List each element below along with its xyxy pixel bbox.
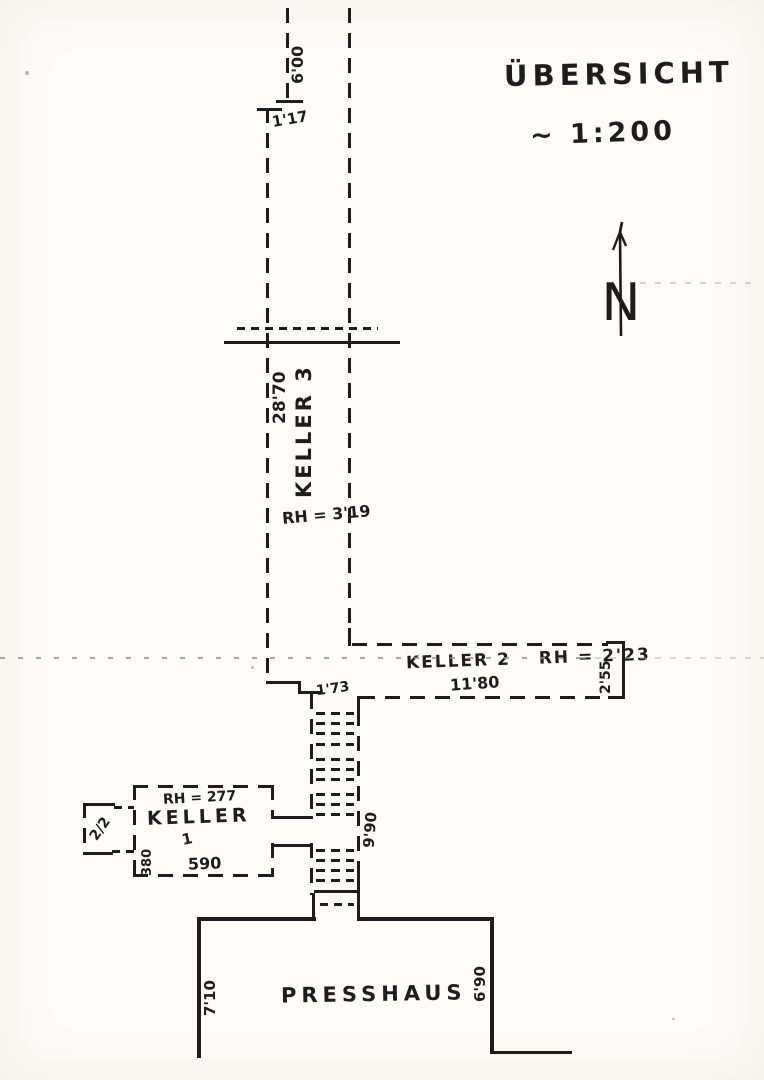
dim-keller1-width: 380 [140, 848, 155, 876]
keller1-east-wall-lower [271, 843, 274, 877]
keller2-nw-corner [348, 628, 351, 646]
passage-west-wall-lower [310, 843, 313, 895]
page-title: ÜBERSICHT [503, 54, 735, 94]
room-number-keller1: 1 [180, 829, 195, 849]
keller3-west-wall-upper [286, 8, 289, 102]
scan-artifact-line [640, 282, 752, 284]
stair-rung [316, 879, 354, 882]
presshaus-north-wall-east [357, 917, 494, 921]
room-label-presshaus: PRESSHAUS [280, 980, 467, 1008]
stair-rung [316, 849, 354, 852]
scan-fold-line-left [0, 657, 580, 659]
north-letter: N [602, 273, 641, 333]
presshaus-west-wall [197, 917, 201, 1058]
dim-keller2-length: 11'80 [449, 672, 501, 695]
break-line-lower [224, 341, 400, 344]
presshaus-south-east-wall [490, 1051, 572, 1054]
passage-east-wall-lower [357, 869, 360, 920]
annex-west-wall [83, 803, 86, 855]
stair-rung [316, 743, 354, 746]
annex-label: 2/2 [86, 814, 114, 844]
junction-step-h2 [298, 691, 321, 694]
keller1-connector-north [271, 816, 313, 819]
dim-passage-width: 1'73 [315, 678, 351, 700]
passage-east-wall [357, 711, 360, 869]
keller1-north-wall [133, 785, 273, 788]
annex-north-link [114, 806, 134, 809]
scan-fold-line-right [580, 657, 764, 659]
dim-keller3-top: 6'00 [288, 45, 307, 84]
keller2-name: KELLER 2 [405, 649, 512, 674]
jog-tick-left [257, 108, 282, 111]
room-label-keller2: KELLER 2 RH = 2'23 [405, 645, 651, 674]
annex-south-wall [83, 852, 113, 855]
keller3-east-wall [348, 8, 351, 630]
keller2-south-wall [360, 696, 610, 699]
room-label-keller1: KELLER [146, 804, 251, 830]
dim-presshaus-right: 6'90 [471, 966, 489, 1002]
break-line-upper [237, 327, 378, 330]
keller1-east-wall-upper [271, 785, 274, 818]
keller2-north-wall [352, 643, 608, 646]
passage-west-wall-stub [312, 893, 315, 920]
paper-speck [25, 71, 29, 75]
stair-rung [316, 758, 354, 761]
stair-rung [316, 712, 354, 715]
presshaus-north-wall-west [197, 917, 316, 921]
junction-step-h1 [266, 681, 301, 684]
stair-landing-line [314, 890, 360, 893]
junction-step-v [298, 681, 301, 694]
stair-rung [316, 859, 354, 862]
stair-rung [316, 722, 354, 725]
stair-rung [316, 793, 354, 796]
stair-rung [316, 768, 354, 771]
dim-keller1-length: 590 [187, 853, 222, 874]
keller1-west-wall [133, 785, 136, 877]
dim-keller3-offset: 1'17 [270, 107, 310, 131]
paper-speck [251, 666, 254, 669]
room-label-keller3: KELLER 3 [292, 364, 316, 498]
keller2-east-wall [622, 641, 625, 699]
keller2-se-corner-h [608, 696, 625, 699]
passage-east-wall-stub [357, 696, 360, 711]
paper-speck [672, 1018, 675, 1020]
stair-rung [316, 732, 354, 735]
annex-north-wall [83, 803, 115, 806]
dim-presshaus-left: 7'10 [201, 980, 219, 1016]
keller1-south-wall [133, 874, 275, 877]
annex-south-link [112, 850, 134, 853]
presshaus-east-wall [490, 917, 494, 1054]
stair-rung [316, 869, 354, 872]
passage-west-wall-upper [310, 694, 313, 815]
passage-threshold [320, 903, 354, 906]
dim-keller2-width: 2'55 [598, 660, 614, 694]
jog-tick-top [276, 100, 303, 103]
keller2-ne-corner-h [606, 641, 625, 644]
stair-rung [316, 813, 354, 816]
scale-label: ~ 1:200 [529, 115, 677, 152]
keller3-west-wall [266, 108, 269, 684]
stair-rung [316, 803, 354, 806]
dim-passage-length: 9'90 [359, 811, 381, 849]
room-height-keller3: RH = 3'19 [281, 501, 372, 528]
dim-keller3-length: 28'70 [270, 371, 290, 424]
keller1-connector-south [271, 844, 313, 847]
north-arrow-icon: N [594, 220, 650, 340]
stair-rung [316, 778, 354, 781]
